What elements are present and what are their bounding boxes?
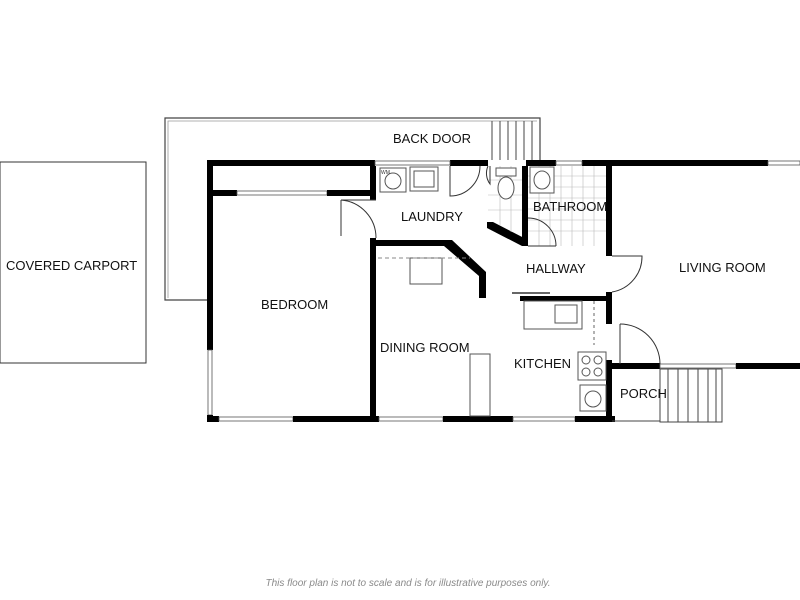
interior-walls	[213, 166, 612, 422]
laundry-sink	[409, 166, 439, 192]
exterior-walls	[207, 160, 800, 422]
back-deck-outline	[164, 117, 541, 301]
pantry-shelf	[378, 257, 470, 285]
label-covered-carport: COVERED CARPORT	[6, 258, 137, 273]
toilet	[495, 167, 517, 200]
washer: WM	[379, 167, 407, 193]
label-bedroom: BEDROOM	[261, 297, 328, 312]
porch-steps	[612, 368, 723, 423]
label-back-door: BACK DOOR	[393, 131, 471, 146]
back-door-steps	[491, 121, 533, 160]
label-laundry: LAUNDRY	[401, 209, 463, 224]
disclaimer-text: This floor plan is not to scale and is f…	[266, 578, 551, 589]
bathroom-vanity	[529, 166, 555, 194]
doors	[340, 165, 661, 365]
bathroom-tiles	[528, 166, 606, 246]
label-bathroom: BATHROOM	[533, 199, 607, 214]
label-dining-room: DINING ROOM	[380, 340, 470, 355]
label-kitchen: KITCHEN	[514, 356, 571, 371]
label-porch: PORCH	[620, 386, 667, 401]
washer-label: WM	[381, 170, 390, 176]
label-hallway: HALLWAY	[526, 261, 586, 276]
carport-outline	[0, 161, 147, 364]
label-living-room: LIVING ROOM	[679, 260, 766, 275]
kitchen-counter	[523, 300, 607, 412]
dining-bench	[469, 353, 491, 417]
